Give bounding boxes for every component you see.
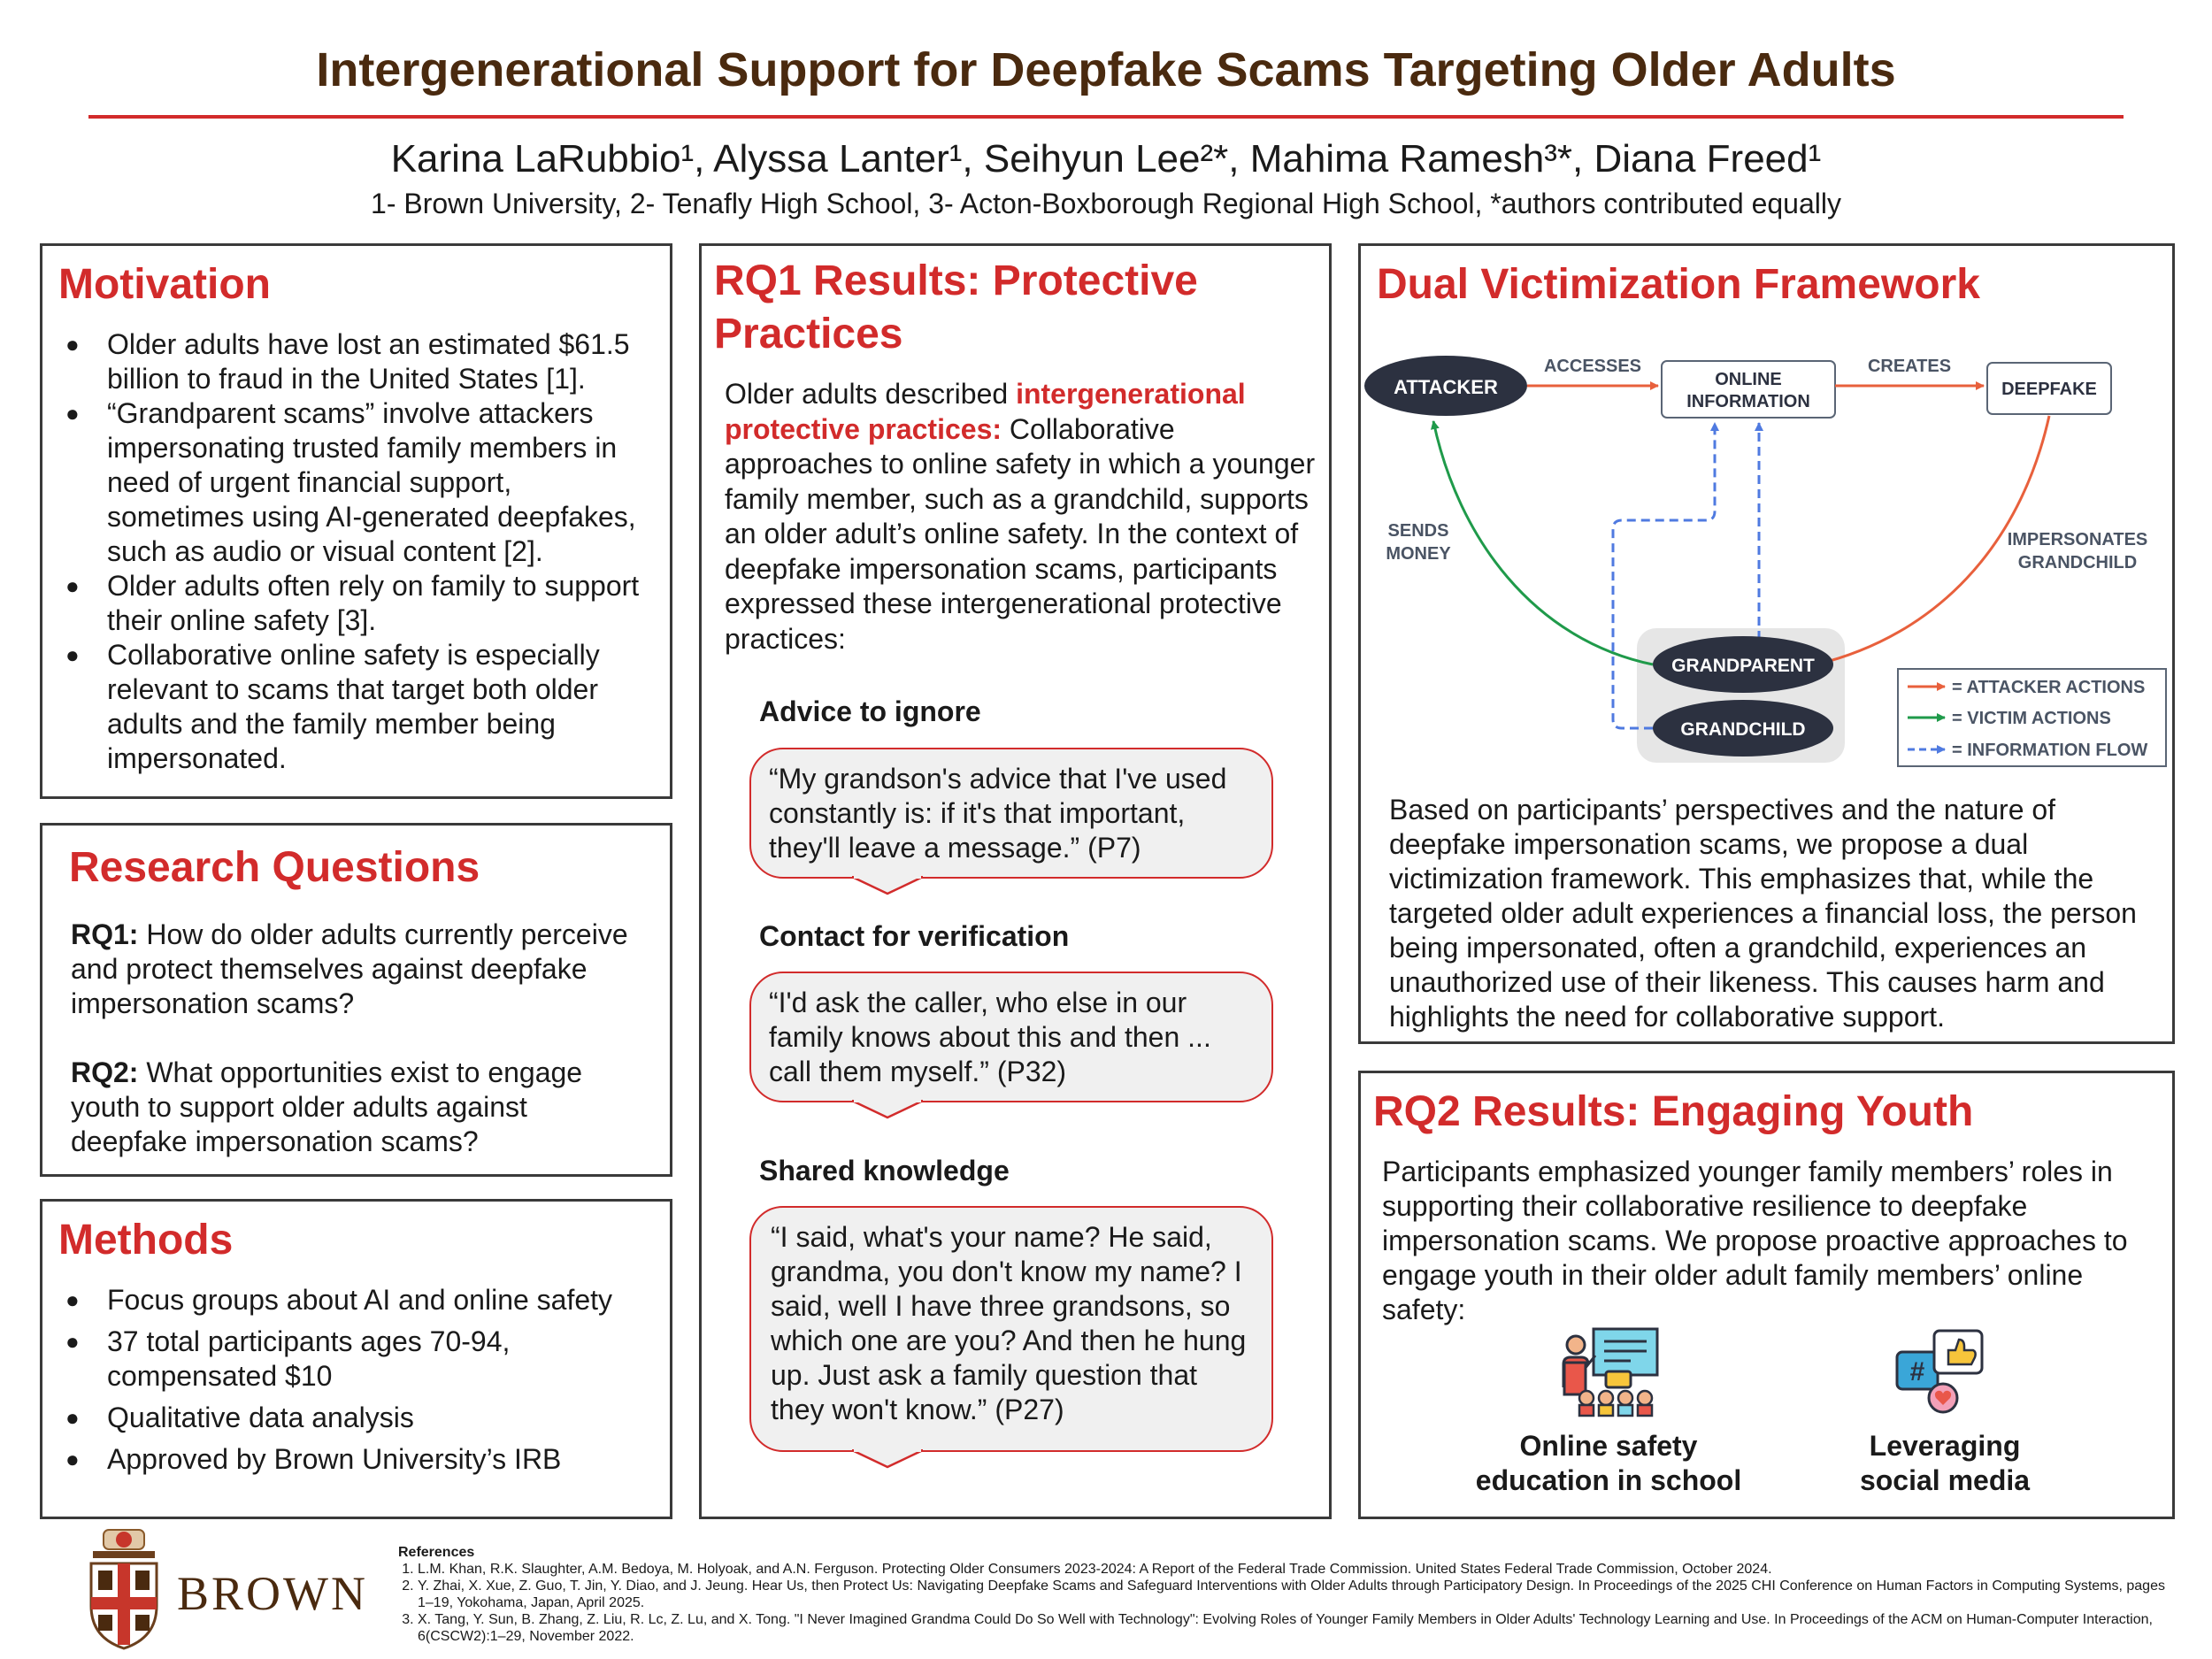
grandparent-node-label: GRANDPARENT: [1671, 656, 1815, 676]
practice-title-verification: Contact for verification: [759, 920, 1070, 952]
impersonates-label-2: GRANDCHILD: [2018, 553, 2137, 572]
references-section: References L.M. Khan, R.K. Slaughter, A.…: [398, 1544, 2168, 1645]
practice-title-advice: Advice to ignore: [759, 695, 981, 727]
rq2-results-panel: RQ2 Results: Engaging Youth Participants…: [1358, 1071, 2175, 1519]
grandparent-node: [1653, 636, 1833, 693]
approach-label-line: Online safety: [1519, 1430, 1698, 1462]
social-media-icon: #: [1895, 1329, 1984, 1414]
list-item: Qualitative data analysis: [58, 1401, 654, 1435]
sends-money-arrow: [1430, 420, 1654, 666]
list-item: 37 total participants ages 70-94, compen…: [58, 1325, 654, 1394]
quote-bubble-knowledge: “I said, what's your name? He said, gran…: [749, 1206, 1273, 1452]
motivation-heading: Motivation: [58, 261, 271, 308]
classroom-icon: [1562, 1327, 1659, 1417]
rq1-results-heading: RQ1 Results: Protective Practices: [714, 257, 1198, 357]
legend-attacker-label: = ATTACKER ACTIONS: [1952, 678, 2145, 697]
quote-bubble-advice: “My grandson's advice that I've used con…: [749, 748, 1273, 879]
rq2-question: What opportunities exist to engage youth…: [71, 1056, 583, 1157]
framework-diagram: ATTACKER ONLINE INFORMATION DEEPFAKE ACC…: [1364, 356, 2167, 767]
list-item: Collaborative online safety is especiall…: [58, 638, 654, 776]
legend-info-label: = INFORMATION FLOW: [1952, 741, 2147, 760]
poster-title: Intergenerational Support for Deepfake S…: [316, 43, 1896, 96]
motivation-panel: Motivation Older adults have lost an est…: [40, 243, 672, 799]
legend-victim-label: = VICTIM ACTIONS: [1952, 709, 2111, 728]
sends-money-label-1: SENDS: [1388, 521, 1449, 541]
quote-bubble-verification: “I'd ask the caller, who else in our fam…: [749, 972, 1273, 1102]
svg-text:#: #: [1910, 1357, 1925, 1386]
creates-label: CREATES: [1868, 357, 1951, 376]
impersonates-label-1: IMPERSONATES: [2008, 530, 2148, 549]
rq1-text: RQ1: How do older adults currently perce…: [71, 918, 641, 1021]
bubble-tail: [852, 1449, 923, 1469]
deepfake-node: [1986, 362, 2112, 415]
rq1-intro: Older adults described intergenerational…: [725, 377, 1317, 657]
online-info-label-1: ONLINE: [1715, 370, 1782, 389]
online-info-node: [1661, 360, 1836, 419]
references-heading: References: [398, 1545, 475, 1560]
reference-item: Y. Zhai, X. Xue, Z. Guo, T. Jin, Y. Diao…: [418, 1578, 2168, 1611]
author-list: Karina LaRubbio¹, Alyssa Lanter¹, Seihyu…: [390, 137, 1822, 180]
list-item: Older adults often rely on family to sup…: [58, 569, 654, 638]
rq1-question: How do older adults currently perceive a…: [71, 918, 628, 1019]
references-list: L.M. Khan, R.K. Slaughter, A.M. Bedoya, …: [398, 1561, 2168, 1645]
deepfake-node-label: DEEPFAKE: [2001, 380, 2097, 399]
methods-heading: Methods: [58, 1217, 234, 1263]
bubble-tail: [852, 876, 923, 895]
approach-label-line: Leveraging: [1869, 1430, 2021, 1462]
online-info-label-2: INFORMATION: [1686, 392, 1810, 411]
framework-panel: Dual Victimization Framework ATTACKER ON…: [1358, 243, 2175, 1044]
practice-title-knowledge: Shared knowledge: [759, 1155, 1010, 1187]
impersonates-arrow: [1816, 415, 2051, 667]
research-questions-panel: Research Questions RQ1: How do older adu…: [40, 823, 672, 1177]
brown-wordmark: BROWN: [177, 1567, 368, 1620]
list-item: “Grandparent scams” involve attackers im…: [58, 396, 654, 569]
approach-label-line: social media: [1859, 1464, 2031, 1496]
grandchild-info-flow: [1611, 422, 1719, 730]
rq2-text: Participants emphasized younger family m…: [1382, 1156, 2128, 1325]
framework-heading: Dual Victimization Framework: [1377, 261, 1980, 308]
grandchild-node: [1653, 700, 1833, 757]
framework-text: Based on participants’ perspectives and …: [1389, 794, 2137, 1033]
rq1-intro-end: Collaborative approaches to online safet…: [725, 412, 1316, 655]
reference-item: X. Tang, Y. Sun, B. Zhang, Z. Liu, R. Lc…: [418, 1611, 2168, 1645]
list-item: Focus groups about AI and online safety: [58, 1283, 654, 1317]
list-item: Approved by Brown University’s IRB: [58, 1442, 654, 1477]
rq1-label: RQ1:: [71, 918, 139, 950]
approach-label-social: Leveraging social media: [1777, 1429, 2113, 1498]
accesses-label: ACCESSES: [1544, 357, 1641, 376]
research-questions-heading: Research Questions: [69, 844, 480, 891]
title-divider: [88, 115, 2124, 119]
reference-item: L.M. Khan, R.K. Slaughter, A.M. Bedoya, …: [418, 1561, 2168, 1578]
bubble-tail: [852, 1100, 923, 1119]
approach-label-education: Online safety education in school: [1440, 1429, 1777, 1498]
rq1-intro-start: Older adults described: [725, 378, 1017, 410]
methods-panel: Methods Focus groups about AI and online…: [40, 1199, 672, 1519]
rq2-label: RQ2:: [71, 1056, 139, 1088]
brown-crest-logo: [89, 1529, 158, 1650]
rq1-results-panel: RQ1 Results: Protective Practices Older …: [699, 243, 1332, 1519]
affiliations: 1- Brown University, 2- Tenafly High Sch…: [371, 188, 1841, 219]
rq2-text: RQ2: What opportunities exist to engage …: [71, 1056, 641, 1159]
approach-label-line: education in school: [1475, 1464, 1742, 1496]
motivation-list: Older adults have lost an estimated $61.…: [58, 327, 654, 776]
grandchild-node-label: GRANDCHILD: [1680, 719, 1805, 740]
attacker-node-label: ATTACKER: [1394, 376, 1498, 398]
methods-list: Focus groups about AI and online safety …: [58, 1283, 654, 1477]
rq2-results-heading: RQ2 Results: Engaging Youth: [1373, 1088, 1974, 1135]
attacker-node: [1364, 356, 1527, 416]
rq1-intro-highlight: intergenerational protective practices:: [725, 378, 1246, 445]
list-item: Older adults have lost an estimated $61.…: [58, 327, 654, 396]
sends-money-label-2: MONEY: [1386, 544, 1451, 564]
